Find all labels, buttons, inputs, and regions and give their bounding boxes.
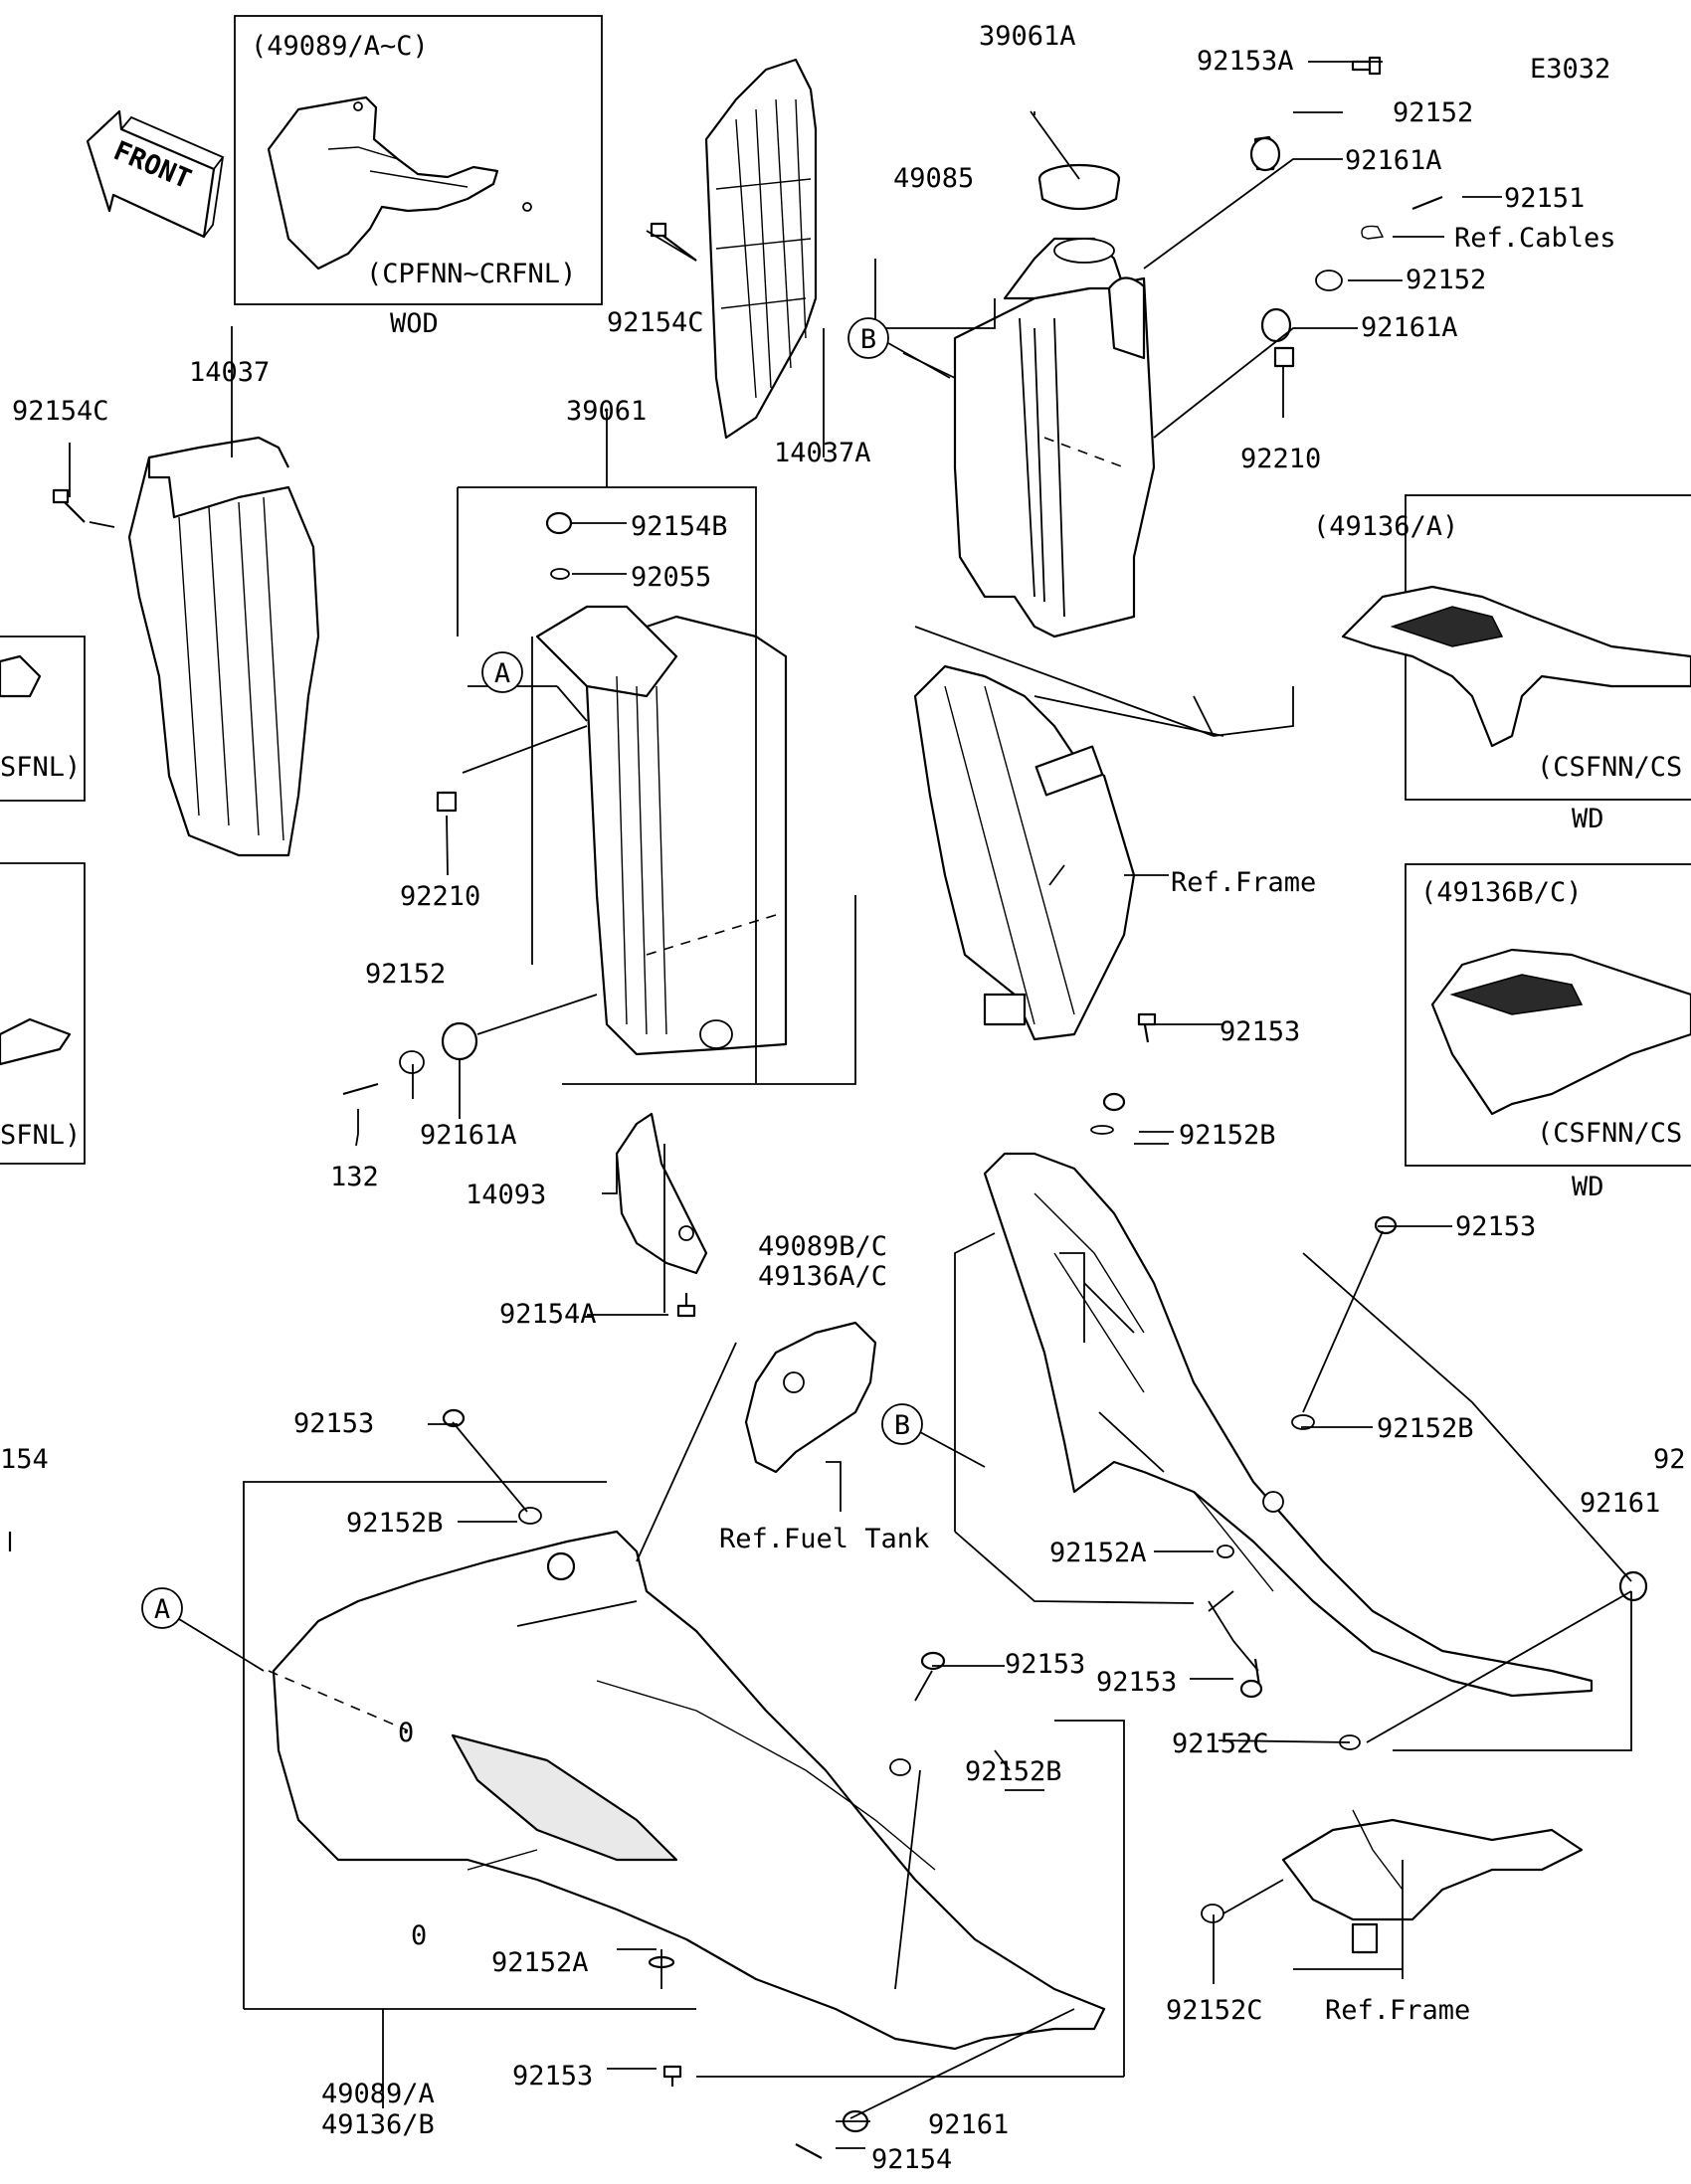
frame-upper xyxy=(913,664,1136,1041)
label-92153-c: 92153 xyxy=(293,1408,374,1439)
fuel-tank xyxy=(744,1321,877,1474)
label-92152-c: 92152 xyxy=(365,959,446,990)
label-92152B-d: 92152B xyxy=(965,1756,1062,1787)
label-92152-a: 92152 xyxy=(1393,97,1473,128)
inset-box-49089 xyxy=(234,15,603,305)
lower-shroud-49089A: 0 0 xyxy=(268,1530,1106,2051)
label-92161-b: 92161 xyxy=(928,2109,1009,2140)
label-csfnn-b: (CSFNN/CS xyxy=(1537,1118,1682,1149)
label-csfnn-a: (CSFNN/CS xyxy=(1537,752,1682,783)
label-49136AC: 49136A/C xyxy=(758,1261,887,1292)
label-92153-d: 92153 xyxy=(1005,1649,1085,1680)
label-92153-b: 92153 xyxy=(1455,1211,1536,1242)
callout-A-lower: A xyxy=(141,1587,183,1629)
svg-text:B: B xyxy=(860,324,876,355)
label-49089BC: 49089B/C xyxy=(758,1231,887,1262)
label-92161A-b: 92161A xyxy=(1361,312,1458,343)
inset-box-left-lower xyxy=(0,862,86,1165)
frame-lower xyxy=(1281,1809,1584,1954)
svg-text:0: 0 xyxy=(411,1920,427,1951)
label-92154C-b: 92154C xyxy=(12,396,109,427)
front-arrow-icon: FRONT xyxy=(86,109,225,239)
radiator-left xyxy=(535,605,788,1056)
svg-text:0: 0 xyxy=(398,1718,414,1748)
label-92152-b: 92152 xyxy=(1406,265,1486,295)
label-ref-frame-b: Ref.Frame xyxy=(1325,1995,1470,2026)
label-wd-b: WD xyxy=(1572,1172,1604,1202)
fastener-icons xyxy=(8,56,1648,2159)
label-49136A: (49136/A) xyxy=(1313,511,1458,542)
label-14037: 14037 xyxy=(189,357,270,388)
label-92152C-b: 92152C xyxy=(1166,1995,1263,2026)
label-92154: 92154 xyxy=(871,2144,952,2175)
callout-A-lower-leader xyxy=(178,1618,265,1672)
label-code: E3032 xyxy=(1530,54,1610,85)
radiator-guard-14037A xyxy=(704,58,818,440)
inset-box-left-upper xyxy=(0,636,86,802)
label-92152A-a: 92152A xyxy=(1049,1538,1147,1568)
callout-B-upper: B xyxy=(847,317,889,359)
side-panel-49089B xyxy=(983,1152,1594,1698)
label-sfnl-a: SFNL) xyxy=(0,752,81,783)
callout-B-upper-leader xyxy=(887,342,951,379)
label-39061A: 39061A xyxy=(979,21,1076,52)
callout-B-lower-leader xyxy=(919,1431,986,1468)
label-92161A-a: 92161A xyxy=(1345,145,1442,176)
label-92154B: 92154B xyxy=(631,511,728,542)
callout-B-lower: B xyxy=(881,1403,923,1445)
svg-text:A: A xyxy=(154,1594,170,1625)
svg-text:B: B xyxy=(894,1410,910,1441)
inset-box-49136BC xyxy=(1405,863,1691,1167)
label-wd-a: WD xyxy=(1572,804,1604,834)
inset-shroud-49089 xyxy=(267,95,532,271)
label-92152A-b: 92152A xyxy=(491,1947,589,1978)
label-49089-ac: (49089/A~C) xyxy=(251,31,429,62)
label-sfnl-b: SFNL) xyxy=(0,1120,81,1151)
label-92210-a: 92210 xyxy=(1240,444,1321,474)
radiator-guard-14037 xyxy=(127,436,320,857)
label-92152B-a: 92152B xyxy=(1179,1120,1276,1151)
label-49136B: 49136/B xyxy=(321,2109,435,2140)
label-wod: WOD xyxy=(390,308,439,339)
label-92153A: 92153A xyxy=(1197,46,1294,77)
label-92152B-c: 92152B xyxy=(346,1508,444,1539)
label-49136BC: (49136B/C) xyxy=(1420,877,1583,908)
label-92152B-b: 92152B xyxy=(1377,1413,1474,1444)
label-92154A: 92154A xyxy=(499,1299,597,1330)
radiator-right xyxy=(953,237,1156,638)
label-92161-a: 92161 xyxy=(1580,1488,1660,1519)
leader-lines xyxy=(69,61,1632,2149)
label-49085: 49085 xyxy=(893,163,974,194)
label-39061: 39061 xyxy=(566,396,647,427)
svg-text:A: A xyxy=(494,658,510,689)
label-14037A: 14037A xyxy=(774,438,871,468)
label-92153-e: 92153 xyxy=(1096,1667,1177,1698)
inset-shroud-49136BC xyxy=(1430,948,1691,1116)
label-92153-f: 92153 xyxy=(512,2061,593,2092)
label-92210-b: 92210 xyxy=(400,881,480,912)
radiator-cap-icon xyxy=(1037,163,1121,210)
label-132: 132 xyxy=(330,1162,379,1192)
callout-A-upper: A xyxy=(481,651,523,693)
label-92: 92 xyxy=(1653,1444,1686,1475)
label-92161A-c: 92161A xyxy=(420,1120,517,1151)
label-ref-cables: Ref.Cables xyxy=(1454,223,1616,254)
label-92151: 92151 xyxy=(1504,183,1585,214)
label-cpfnn: (CPFNN~CRFNL) xyxy=(366,259,576,289)
label-92153-a: 92153 xyxy=(1220,1016,1300,1047)
label-92154C-a: 92154C xyxy=(607,307,704,338)
cover-14093 xyxy=(615,1112,708,1275)
label-ref-fuel-tank: Ref.Fuel Tank xyxy=(719,1524,929,1554)
left-partial-shrouds xyxy=(0,654,72,1066)
label-154: 154 xyxy=(0,1444,49,1475)
label-ref-frame-a: Ref.Frame xyxy=(1171,867,1316,898)
label-92152C-a: 92152C xyxy=(1172,1729,1269,1759)
label-92055: 92055 xyxy=(631,562,711,593)
part-labels: (49089/A~C) (CPFNN~CRFNL) WOD 39061A 921… xyxy=(0,21,1686,2175)
label-49089A: 49089/A xyxy=(321,2079,435,2109)
inset-shroud-49136A xyxy=(1341,585,1691,748)
label-14093: 14093 xyxy=(466,1180,546,1210)
